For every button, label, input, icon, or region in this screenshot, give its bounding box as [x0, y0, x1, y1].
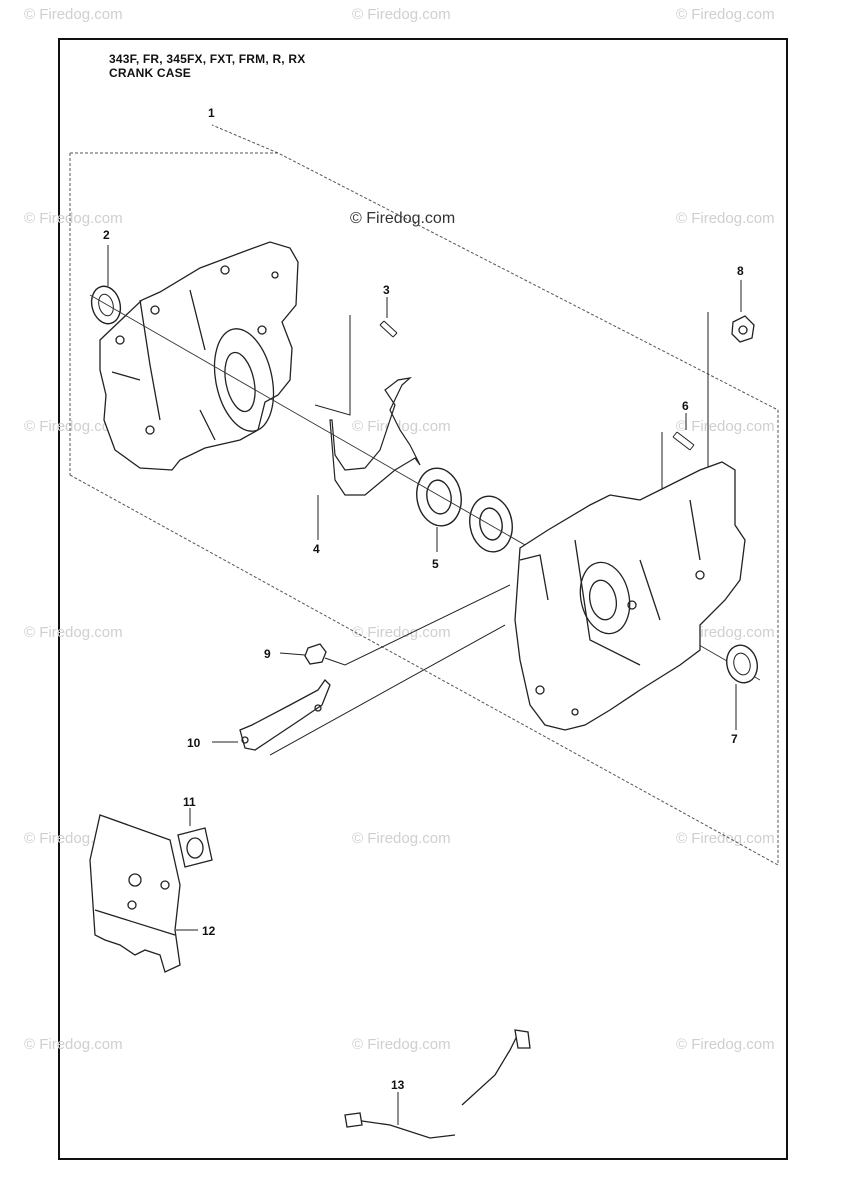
watermark: © Firedog.com: [24, 1036, 123, 1053]
oil-seal-right: [725, 644, 759, 684]
chain-guide-plate: [239, 678, 331, 751]
watermark: © Firedog.com: [676, 1036, 775, 1053]
callout-2: 2: [103, 228, 110, 242]
callout-10: 10: [187, 736, 201, 750]
right-crankcase-half: [514, 461, 746, 731]
callout-1: 1: [208, 106, 215, 120]
watermark: © Firedog.com: [24, 6, 123, 23]
watermark: © Firedog.com: [352, 830, 451, 847]
watermark-center: © Firedog.com: [350, 210, 456, 227]
callout-11: 11: [183, 795, 196, 809]
watermark: © Firedog.com: [676, 830, 775, 847]
watermark: © Firedog.com: [24, 418, 123, 435]
section-title: CRANK CASE: [109, 66, 192, 80]
ball-bearing-right: [469, 495, 513, 553]
assembly-bracket: [69, 124, 779, 865]
callout-9: 9: [264, 647, 271, 661]
diagram-frame: [58, 38, 788, 1160]
watermark: © Firedog.com: [352, 6, 451, 23]
heat-shield: [89, 814, 181, 973]
oil-seal-left: [90, 285, 122, 325]
watermark: © Firedog.com: [676, 418, 775, 435]
gasket: [329, 377, 421, 496]
callout-13: 13: [391, 1078, 405, 1092]
model-list: 343F, FR, 345FX, FXT, FRM, R, RX: [109, 52, 306, 66]
left-crankcase-half: [99, 241, 299, 471]
watermark: © Firedog.com: [24, 210, 123, 227]
ball-bearing-left: [416, 467, 462, 527]
watermark: © Firedog.com: [352, 418, 451, 435]
callout-5: 5: [432, 557, 439, 571]
watermark: © Firedog.com: [24, 624, 123, 641]
callout-8: 8: [737, 264, 744, 278]
watermark: © Firedog.com: [352, 624, 451, 641]
watermark: © Firedog.com: [676, 210, 775, 227]
callout-12: 12: [202, 924, 216, 938]
watermark: © Firedog.com: [352, 1036, 451, 1053]
callout-6: 6: [682, 399, 689, 413]
dowel-pin-6: [672, 431, 695, 451]
callout-7: 7: [731, 732, 738, 746]
gasket-plate: [177, 827, 213, 868]
square-nut: [731, 315, 755, 343]
watermark: © Firedog.com: [676, 6, 775, 23]
nut-9: [304, 643, 327, 665]
callout-4: 4: [313, 542, 320, 556]
callout-3: 3: [383, 283, 390, 297]
dowel-pin-3: [379, 320, 398, 338]
ignition-wire: [344, 1029, 531, 1139]
